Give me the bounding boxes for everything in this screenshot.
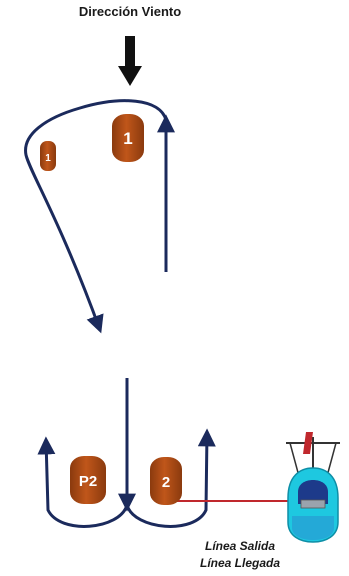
start-line-label: Línea Salida (205, 539, 275, 553)
mark-1-label: 1 (123, 129, 132, 148)
mark-2-buoy: 2 (150, 457, 182, 505)
mark-1-offset-label: 1 (45, 153, 51, 164)
mark-2-label: 2 (162, 474, 170, 491)
mark-p2-buoy: P2 (70, 456, 106, 504)
committee-boat-icon (286, 432, 340, 542)
mark-1-offset-buoy: 1 (40, 141, 56, 171)
mark-p2-label: P2 (79, 473, 97, 490)
wind-arrow-icon (118, 36, 142, 86)
wind-direction-label: Dirección Viento (79, 4, 181, 19)
course-path-top-rounding (26, 101, 166, 330)
finish-line-label: Línea Llegada (200, 556, 280, 570)
mark-1-buoy: 1 (112, 114, 144, 162)
